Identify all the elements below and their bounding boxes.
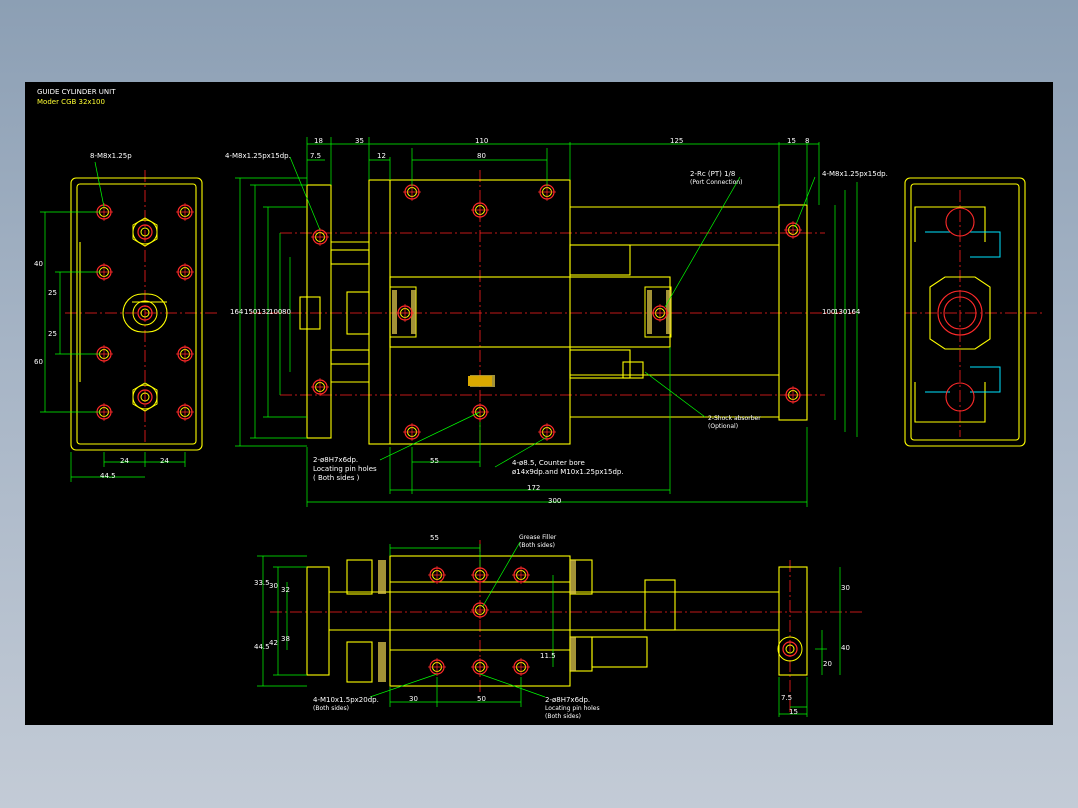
callout-pin-holes-side-sides: (Both sides) [545, 713, 581, 720]
callout-grease-filler: Grease Filler [519, 534, 557, 541]
callout-counter-bore-note: ø14x9dp.and M10x1.25px15dp. [512, 468, 624, 476]
side-dim-30: 30 [269, 582, 278, 590]
side-dim-11-5: 11.5 [540, 652, 556, 660]
dim-18: 18 [314, 137, 323, 145]
callout-pin-holes-top-note: Locating pin holes [313, 465, 377, 473]
dim-150: 150 [244, 308, 258, 316]
callout-pin-holes-top: 2-ø8H7x6dp. [313, 456, 359, 464]
side-dim-30-bottom: 30 [409, 695, 418, 703]
callout-shock-absorber: 2-Shock absorber [708, 415, 761, 422]
side-dim-40-right: 40 [841, 644, 850, 652]
callout-4-m8-right: 4-M8x1.25px15dp. [822, 170, 888, 178]
dim-164-left: 164 [230, 308, 244, 316]
dim-110: 110 [475, 137, 489, 145]
callout-rc-port-note: (Port Connection) [690, 179, 743, 186]
left-dims [40, 161, 186, 482]
callout-pin-holes-top-sides: ( Both sides ) [313, 474, 360, 482]
dim-100-right: 100 [822, 308, 836, 316]
side-view [306, 555, 808, 687]
dim-125: 125 [670, 137, 684, 145]
side-dim-32: 32 [281, 586, 290, 594]
side-dim-20: 20 [823, 660, 832, 668]
title-line-1: GUIDE CYLINDER UNIT [37, 88, 116, 96]
callout-4-m8-left: 4-M8x1.25px15dp. [225, 152, 291, 160]
left-hex-sockets [132, 217, 158, 412]
dim-35: 35 [355, 137, 364, 145]
main-view [299, 179, 808, 445]
dim-25b: 25 [48, 330, 57, 338]
callout-grease-filler-note: (Both sides) [519, 542, 555, 549]
callout-shock-absorber-note: (Optional) [708, 423, 739, 430]
dim-44-5: 44.5 [100, 472, 116, 480]
side-dim-30-right: 30 [841, 584, 850, 592]
dim-25a: 25 [48, 289, 57, 297]
side-fills [378, 560, 576, 682]
side-dim-50: 50 [477, 695, 486, 703]
cad-viewport[interactable]: GUIDE CYLINDER UNIT Moder CGB 32x100 18 … [25, 82, 1053, 725]
dim-8: 8 [805, 137, 810, 145]
callout-m10: 4-M10x1.5px20dp. [313, 696, 379, 704]
callout-pin-holes-side: 2-ø8H7x6dp. [545, 696, 591, 704]
dim-7-5: 7.5 [310, 152, 322, 160]
dim-132: 132 [257, 308, 271, 316]
main-holes [310, 182, 803, 442]
right-end-circles [937, 207, 983, 412]
callout-rc-port: 2-Rc (PT) 1/8 [690, 170, 736, 178]
dim-12: 12 [377, 152, 386, 160]
dim-164-right: 164 [847, 308, 861, 316]
side-dim-44-5: 44.5 [254, 643, 270, 651]
warning-label [468, 376, 492, 386]
right-end-view [904, 177, 1026, 447]
title-line-2: Moder CGB 32x100 [37, 98, 105, 106]
callout-m10-note: (Both sides) [313, 705, 349, 712]
main-cylinder-fills [392, 290, 671, 387]
side-dim-7-5: 7.5 [781, 694, 793, 702]
right-end-cyan [925, 231, 1001, 393]
main-cylinder-caps [389, 286, 672, 338]
main-dims [235, 137, 858, 507]
side-dim-33-5: 33.5 [254, 579, 270, 587]
side-dim-55: 55 [430, 534, 439, 542]
dim-172: 172 [527, 484, 541, 492]
side-dim-42: 42 [269, 639, 278, 647]
dim-60: 60 [34, 358, 43, 366]
dim-24a: 24 [120, 457, 129, 465]
side-dim-38: 38 [281, 635, 290, 643]
callout-counter-bore: 4-ø8.5, Counter bore [512, 459, 585, 467]
center-lines [65, 170, 1045, 712]
dim-100: 100 [269, 308, 283, 316]
dim-24b: 24 [160, 457, 169, 465]
side-dim-15: 15 [789, 708, 798, 716]
dim-15: 15 [787, 137, 796, 145]
left-end-holes [94, 202, 195, 422]
dim-130: 130 [834, 308, 848, 316]
dim-80-v: 80 [282, 308, 291, 316]
dim-300: 300 [548, 497, 562, 505]
left-end-view [70, 177, 203, 451]
dim-80: 80 [477, 152, 486, 160]
engineering-drawing [40, 137, 1045, 717]
callout-pin-holes-side-note: Locating pin holes [545, 705, 600, 712]
side-dims [257, 541, 841, 717]
callout-8-m8: 8-M8x1.25p [90, 152, 132, 160]
dim-55: 55 [430, 457, 439, 465]
dim-40: 40 [34, 260, 43, 268]
